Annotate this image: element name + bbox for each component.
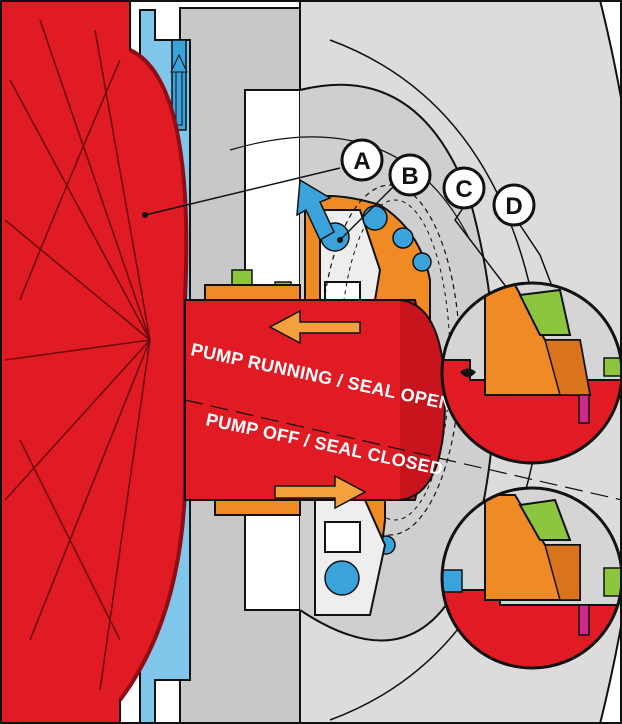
callout-b: B bbox=[388, 153, 432, 197]
leader-dot-a bbox=[142, 212, 148, 218]
svg-text:B: B bbox=[401, 163, 418, 190]
flow-arrow-icon bbox=[268, 309, 367, 510]
lower-ball bbox=[324, 560, 360, 596]
impeller-vanes bbox=[4, 19, 151, 691]
svg-text:A: A bbox=[353, 148, 370, 175]
callout-d: D bbox=[492, 183, 536, 227]
up-arrow-icon bbox=[170, 53, 188, 126]
detail-open bbox=[440, 281, 622, 465]
shaft-centerline bbox=[184, 399, 622, 501]
retainer-slot-bottom bbox=[324, 521, 361, 553]
callout-a: A bbox=[340, 138, 384, 182]
leader-dot-b bbox=[337, 237, 343, 243]
detail-closed bbox=[440, 486, 622, 670]
blue-flow-arrow-icon bbox=[296, 178, 335, 242]
svg-text:C: C bbox=[455, 176, 472, 203]
svg-text:D: D bbox=[505, 193, 522, 220]
callout-c: C bbox=[442, 166, 486, 210]
impeller bbox=[0, 0, 188, 724]
